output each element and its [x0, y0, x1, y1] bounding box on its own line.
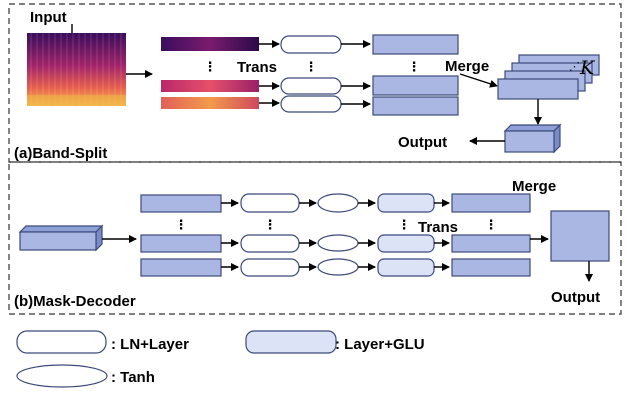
merged-feature-stack	[497, 54, 600, 100]
panel-b-title: (b)Mask-Decoder	[14, 293, 136, 310]
legend-ln-layer-label: : LN+Layer	[111, 336, 189, 353]
k-label: K	[579, 57, 596, 79]
output-label-a: Output	[398, 134, 447, 151]
legend-ln-layer-swatch	[16, 330, 107, 354]
decoder-output-block	[550, 210, 610, 262]
legend-glu-label: : Layer+GLU	[335, 336, 425, 353]
panel-a-title: (a)Band-Split	[14, 145, 107, 162]
ln-layer-ellipsis-a: ⋮	[305, 59, 318, 74]
legend-glu-swatch	[245, 330, 337, 354]
subband-ellipsis: ⋮	[204, 59, 217, 74]
decoder-ln-ellipsis: ⋮	[264, 217, 277, 232]
decoder-glu-1	[377, 193, 435, 213]
tanh-ellipse-2	[317, 234, 359, 252]
decoder-block-1	[140, 194, 222, 213]
subband-strip-2	[161, 80, 259, 92]
decoder-out-ellipsis: ⋮	[485, 217, 498, 232]
ln-layer-box-2	[280, 77, 342, 95]
input-spectrogram	[27, 33, 126, 106]
decoder-out-block-2	[451, 234, 531, 253]
decoder-block-3	[140, 258, 222, 277]
k-ellipsis: ⋰	[569, 60, 580, 73]
trans-label-a: Trans	[237, 59, 277, 76]
decoder-ln-layer-1	[240, 193, 300, 213]
panel-b-border	[8, 161, 622, 315]
merge-label-a: Merge	[445, 58, 489, 75]
decoder-out-block-3	[451, 258, 531, 277]
decoder-glu-2	[377, 234, 435, 253]
band-block-1	[372, 34, 459, 55]
merge-label-b: Merge	[512, 178, 556, 195]
trans-label-b: Trans	[418, 219, 458, 236]
band-block-3	[372, 96, 459, 116]
tanh-ellipse-3	[317, 258, 359, 276]
band-block-2	[372, 75, 459, 96]
legend-tanh-swatch	[16, 364, 108, 388]
legend: : LN+Layer : Layer+GLU : Tanh	[16, 330, 425, 388]
decoder-block-ellipsis: ⋮	[175, 217, 188, 232]
tanh-ellipse-1	[317, 193, 359, 213]
output-block-a	[503, 123, 562, 154]
output-label-b: Output	[551, 289, 600, 306]
decoder-out-block-1	[451, 193, 531, 213]
subband-strip-3	[161, 97, 259, 109]
decoder-input-block	[18, 224, 104, 252]
legend-tanh-label: : Tanh	[111, 369, 155, 386]
ln-layer-box-3	[280, 95, 342, 113]
block-ellipsis-a: ⋮	[408, 59, 421, 74]
decoder-glu-ellipsis: ⋮	[398, 217, 411, 232]
decoder-glu-3	[377, 258, 435, 277]
subband-strip-1	[161, 37, 259, 51]
ln-layer-box-1	[280, 35, 342, 54]
decoder-ln-layer-2	[240, 234, 300, 253]
merge-arrow-a	[459, 73, 498, 88]
decoder-ln-layer-3	[240, 258, 300, 277]
input-label: Input	[30, 9, 67, 26]
decoder-block-2	[140, 234, 222, 253]
